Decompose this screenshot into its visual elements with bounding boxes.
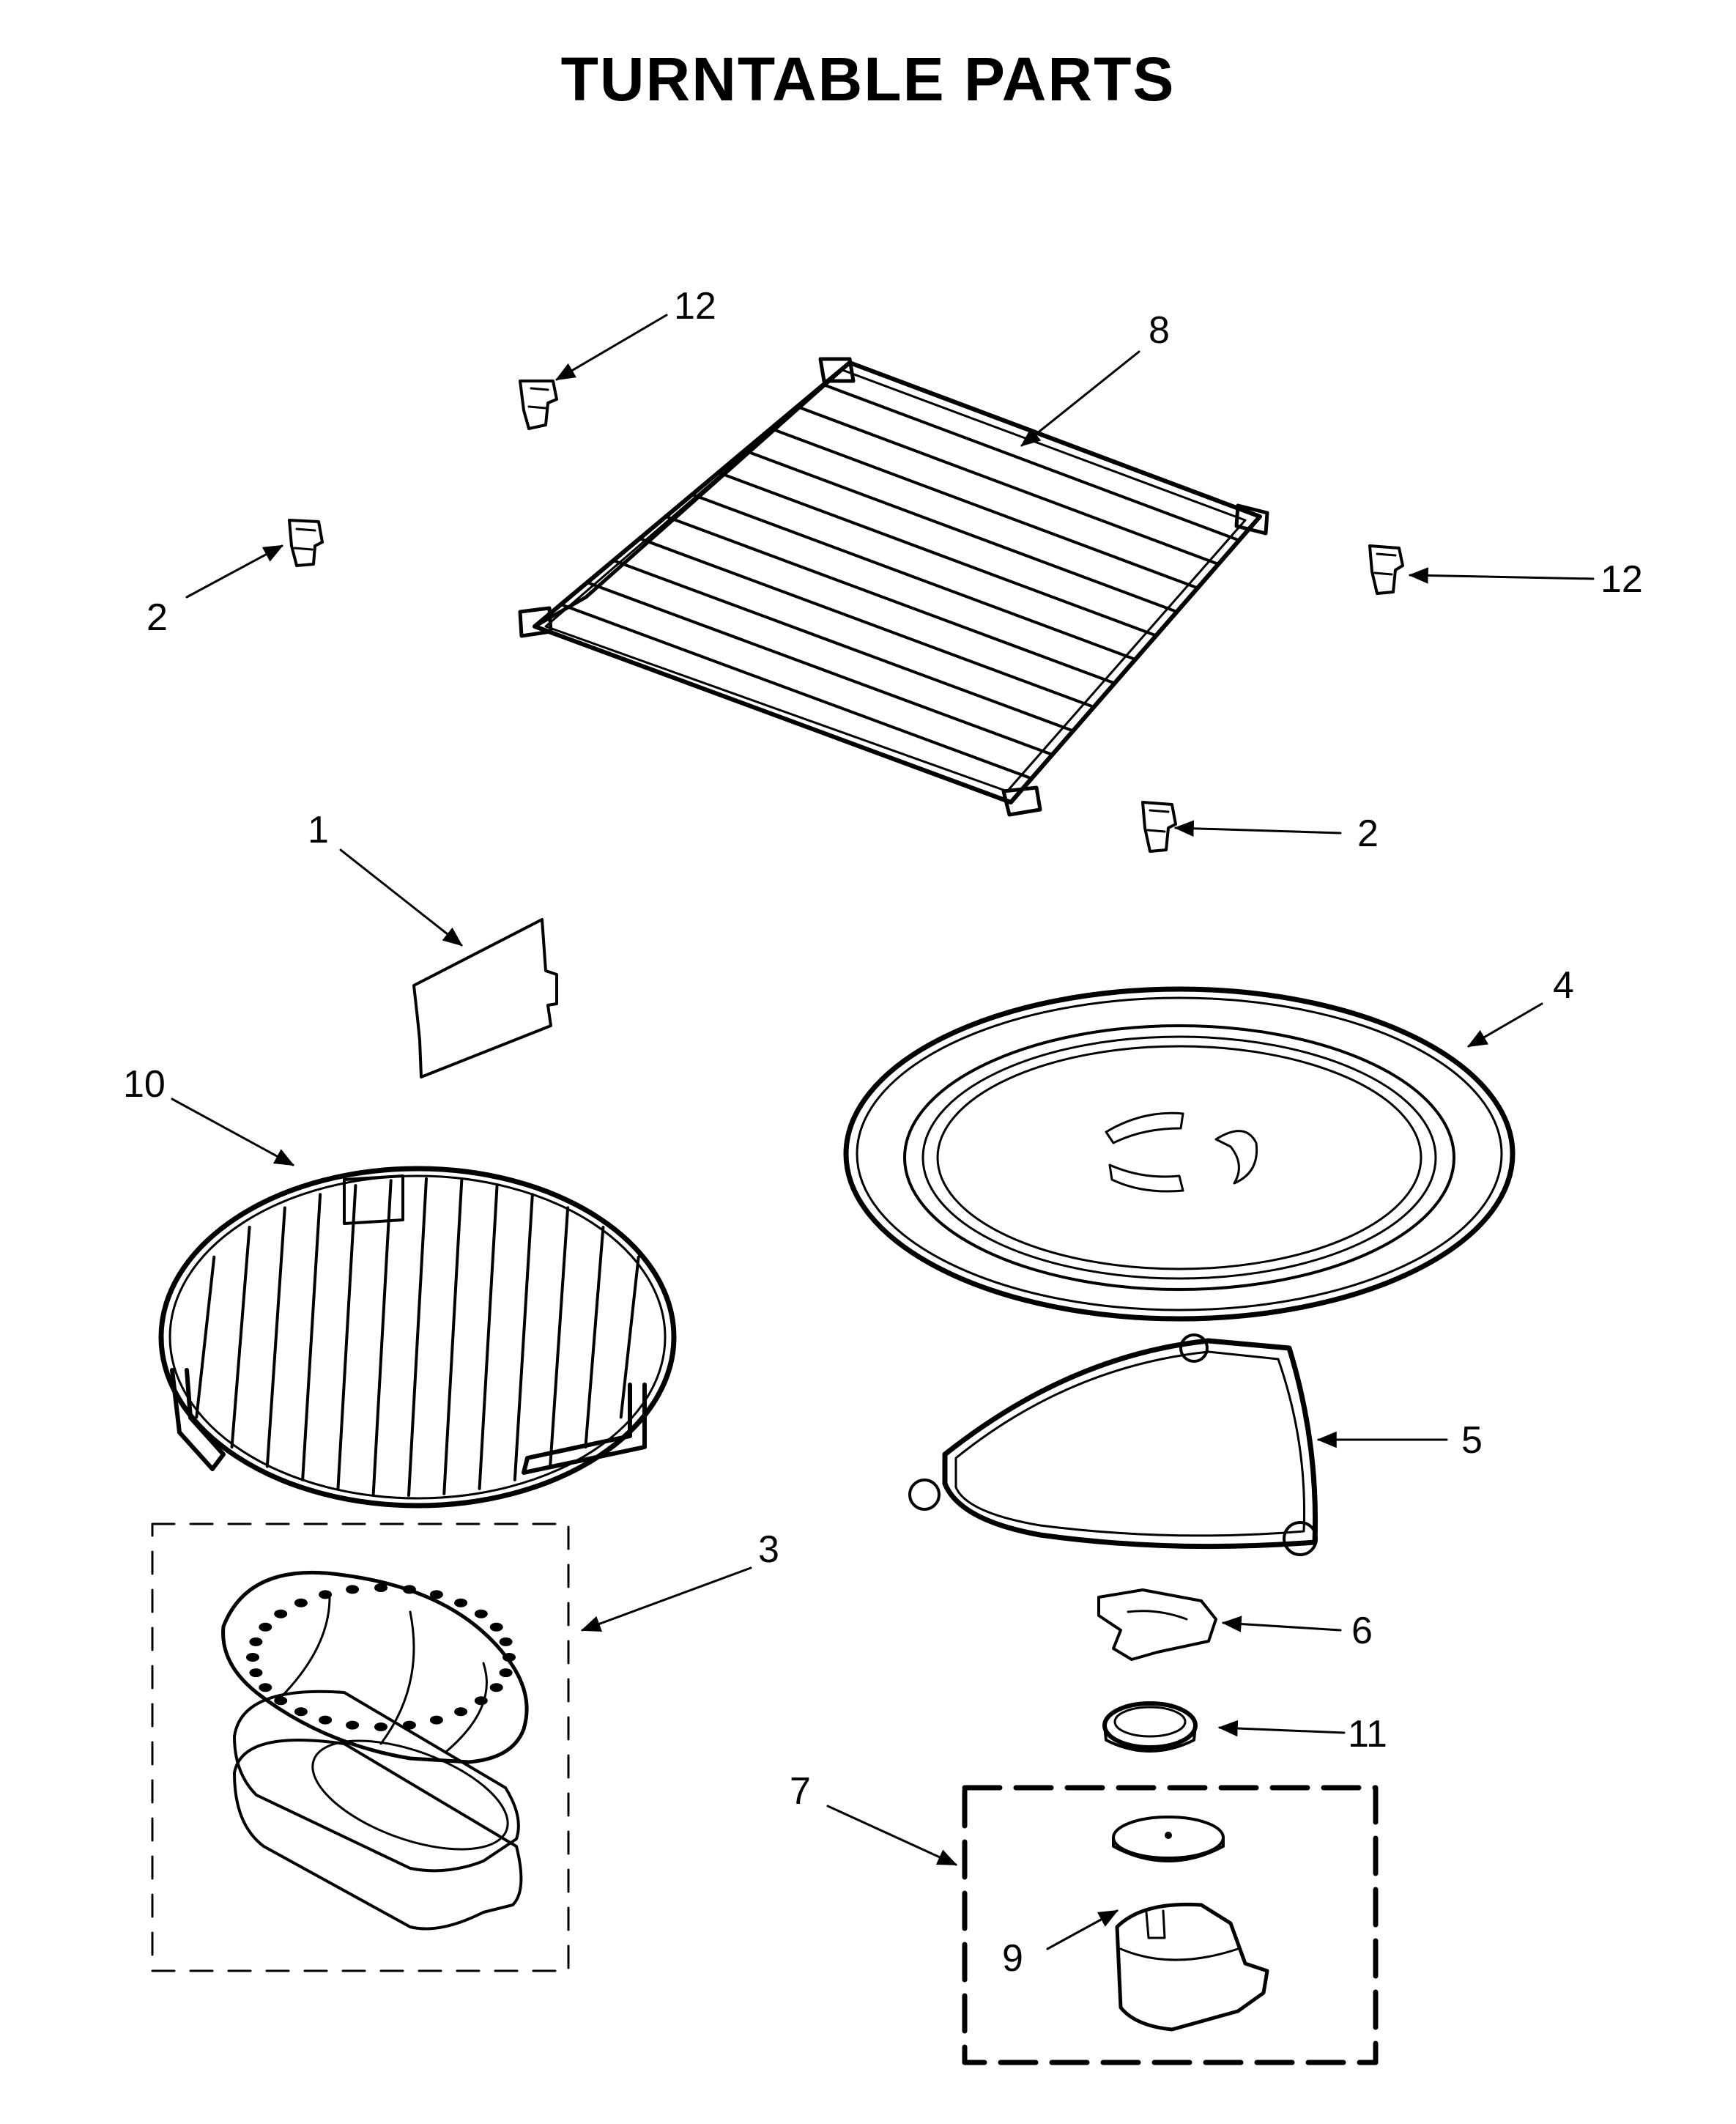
lid-vent-hole: [274, 1609, 288, 1618]
steamer-assembly: [151, 1522, 570, 1972]
callout-5: 5: [1461, 1419, 1483, 1462]
round-rack-bar: [230, 1226, 251, 1448]
round-rack-bar: [301, 1193, 322, 1481]
leader-4: [1467, 1002, 1543, 1048]
leader-7: [826, 1805, 958, 1866]
leader-12b: [1408, 567, 1595, 584]
callout-3: 3: [758, 1528, 779, 1571]
lid-vent-hole: [319, 1715, 333, 1725]
callout-9: 9: [1002, 1937, 1023, 1980]
rack-rung: [743, 449, 1179, 613]
lid-vent-hole: [502, 1653, 516, 1662]
lid-vent-hole: [499, 1668, 513, 1678]
lid-vent-hole: [249, 1668, 263, 1678]
seal-ring: [1102, 1701, 1198, 1753]
round-rack-bar: [584, 1226, 605, 1448]
round-rack-bar: [549, 1206, 570, 1468]
callout-1: 1: [308, 809, 329, 851]
round-rack-bar: [513, 1193, 534, 1481]
clip-lower-right: [1141, 801, 1177, 853]
lid-vent-hole: [346, 1720, 360, 1730]
cover-card: [412, 918, 558, 1078]
rack-rung: [585, 581, 1054, 756]
clip-top-left: [519, 380, 558, 430]
callout-2a: 2: [146, 596, 168, 639]
leader-1: [339, 848, 463, 947]
coupler: [1097, 1588, 1217, 1661]
rack-rung: [822, 383, 1241, 542]
leader-8: [1020, 350, 1140, 447]
clip-right: [1368, 544, 1404, 595]
lid-vent-hole: [374, 1722, 387, 1731]
motor-disc: [1112, 1816, 1225, 1862]
callout-8: 8: [1149, 309, 1170, 352]
rack-rung: [769, 427, 1199, 590]
lid-vent-hole: [346, 1585, 360, 1594]
rack-rung: [691, 493, 1137, 661]
lid-vent-hole: [374, 1583, 387, 1592]
lid-vent-hole: [259, 1622, 272, 1632]
lid-vent-hole: [294, 1598, 308, 1607]
leader-11: [1217, 1720, 1346, 1737]
wire-shelf-rack: [518, 357, 1269, 817]
leader-2b: [1173, 820, 1342, 837]
lid-vent-hole: [319, 1590, 333, 1599]
leader-6: [1221, 1616, 1342, 1632]
lid-vent-hole: [489, 1683, 503, 1692]
rack-rung: [559, 603, 1034, 780]
lid-vent-hole: [402, 1585, 416, 1594]
round-wire-rack: [158, 1166, 677, 1509]
lid-vent-hole: [249, 1637, 263, 1646]
round-rack-bar: [478, 1184, 499, 1490]
callout-12b: 12: [1600, 558, 1643, 601]
callout-4: 4: [1553, 964, 1574, 1007]
clip-left: [288, 519, 324, 567]
lid-vent-hole: [429, 1715, 443, 1725]
lid-vent-hole: [474, 1609, 488, 1618]
lid-vent-hole: [429, 1590, 443, 1599]
leader-9: [1046, 1909, 1119, 1950]
round-rack-bar: [442, 1179, 464, 1495]
leader-10: [171, 1098, 294, 1166]
callout-7: 7: [790, 1770, 811, 1813]
lid-vent-hole: [274, 1696, 288, 1706]
lid-vent-hole: [454, 1707, 468, 1717]
lid-vent-hole: [499, 1637, 513, 1646]
lid-vent-hole: [402, 1720, 416, 1730]
round-rack-bar: [336, 1184, 357, 1490]
lid-vent-hole: [294, 1707, 308, 1717]
rack-rung: [638, 537, 1096, 708]
lid-vent-hole: [489, 1622, 503, 1632]
leader-12a: [555, 314, 668, 381]
callout-2b: 2: [1357, 813, 1379, 855]
round-rack-bar: [195, 1255, 216, 1419]
callout-6: 6: [1351, 1610, 1373, 1652]
lid-vent-hole: [246, 1653, 259, 1662]
turntable-tray: [843, 986, 1516, 1322]
round-rack-bar: [371, 1179, 393, 1495]
leader-lines: [171, 314, 1595, 1950]
rack-rung: [664, 515, 1116, 685]
rack-rung: [612, 559, 1075, 733]
round-rack-bar: [619, 1255, 640, 1419]
lid-vent-hole: [454, 1598, 468, 1607]
leader-3: [580, 1566, 752, 1632]
leader-2a: [185, 544, 283, 599]
lid-vent-hole: [259, 1683, 272, 1692]
callout-12a: 12: [674, 285, 716, 328]
roller-ring: [908, 1333, 1318, 1556]
callout-10: 10: [123, 1063, 166, 1106]
round-rack-bar: [407, 1177, 428, 1497]
motor-assembly: [962, 1785, 1379, 2065]
round-rack-bar: [265, 1206, 286, 1468]
callout-11: 11: [1348, 1713, 1387, 1755]
diagram-title: TURNTABLE PARTS: [560, 45, 1176, 114]
rack-rung: [716, 471, 1158, 637]
rack-rung: [795, 405, 1220, 566]
